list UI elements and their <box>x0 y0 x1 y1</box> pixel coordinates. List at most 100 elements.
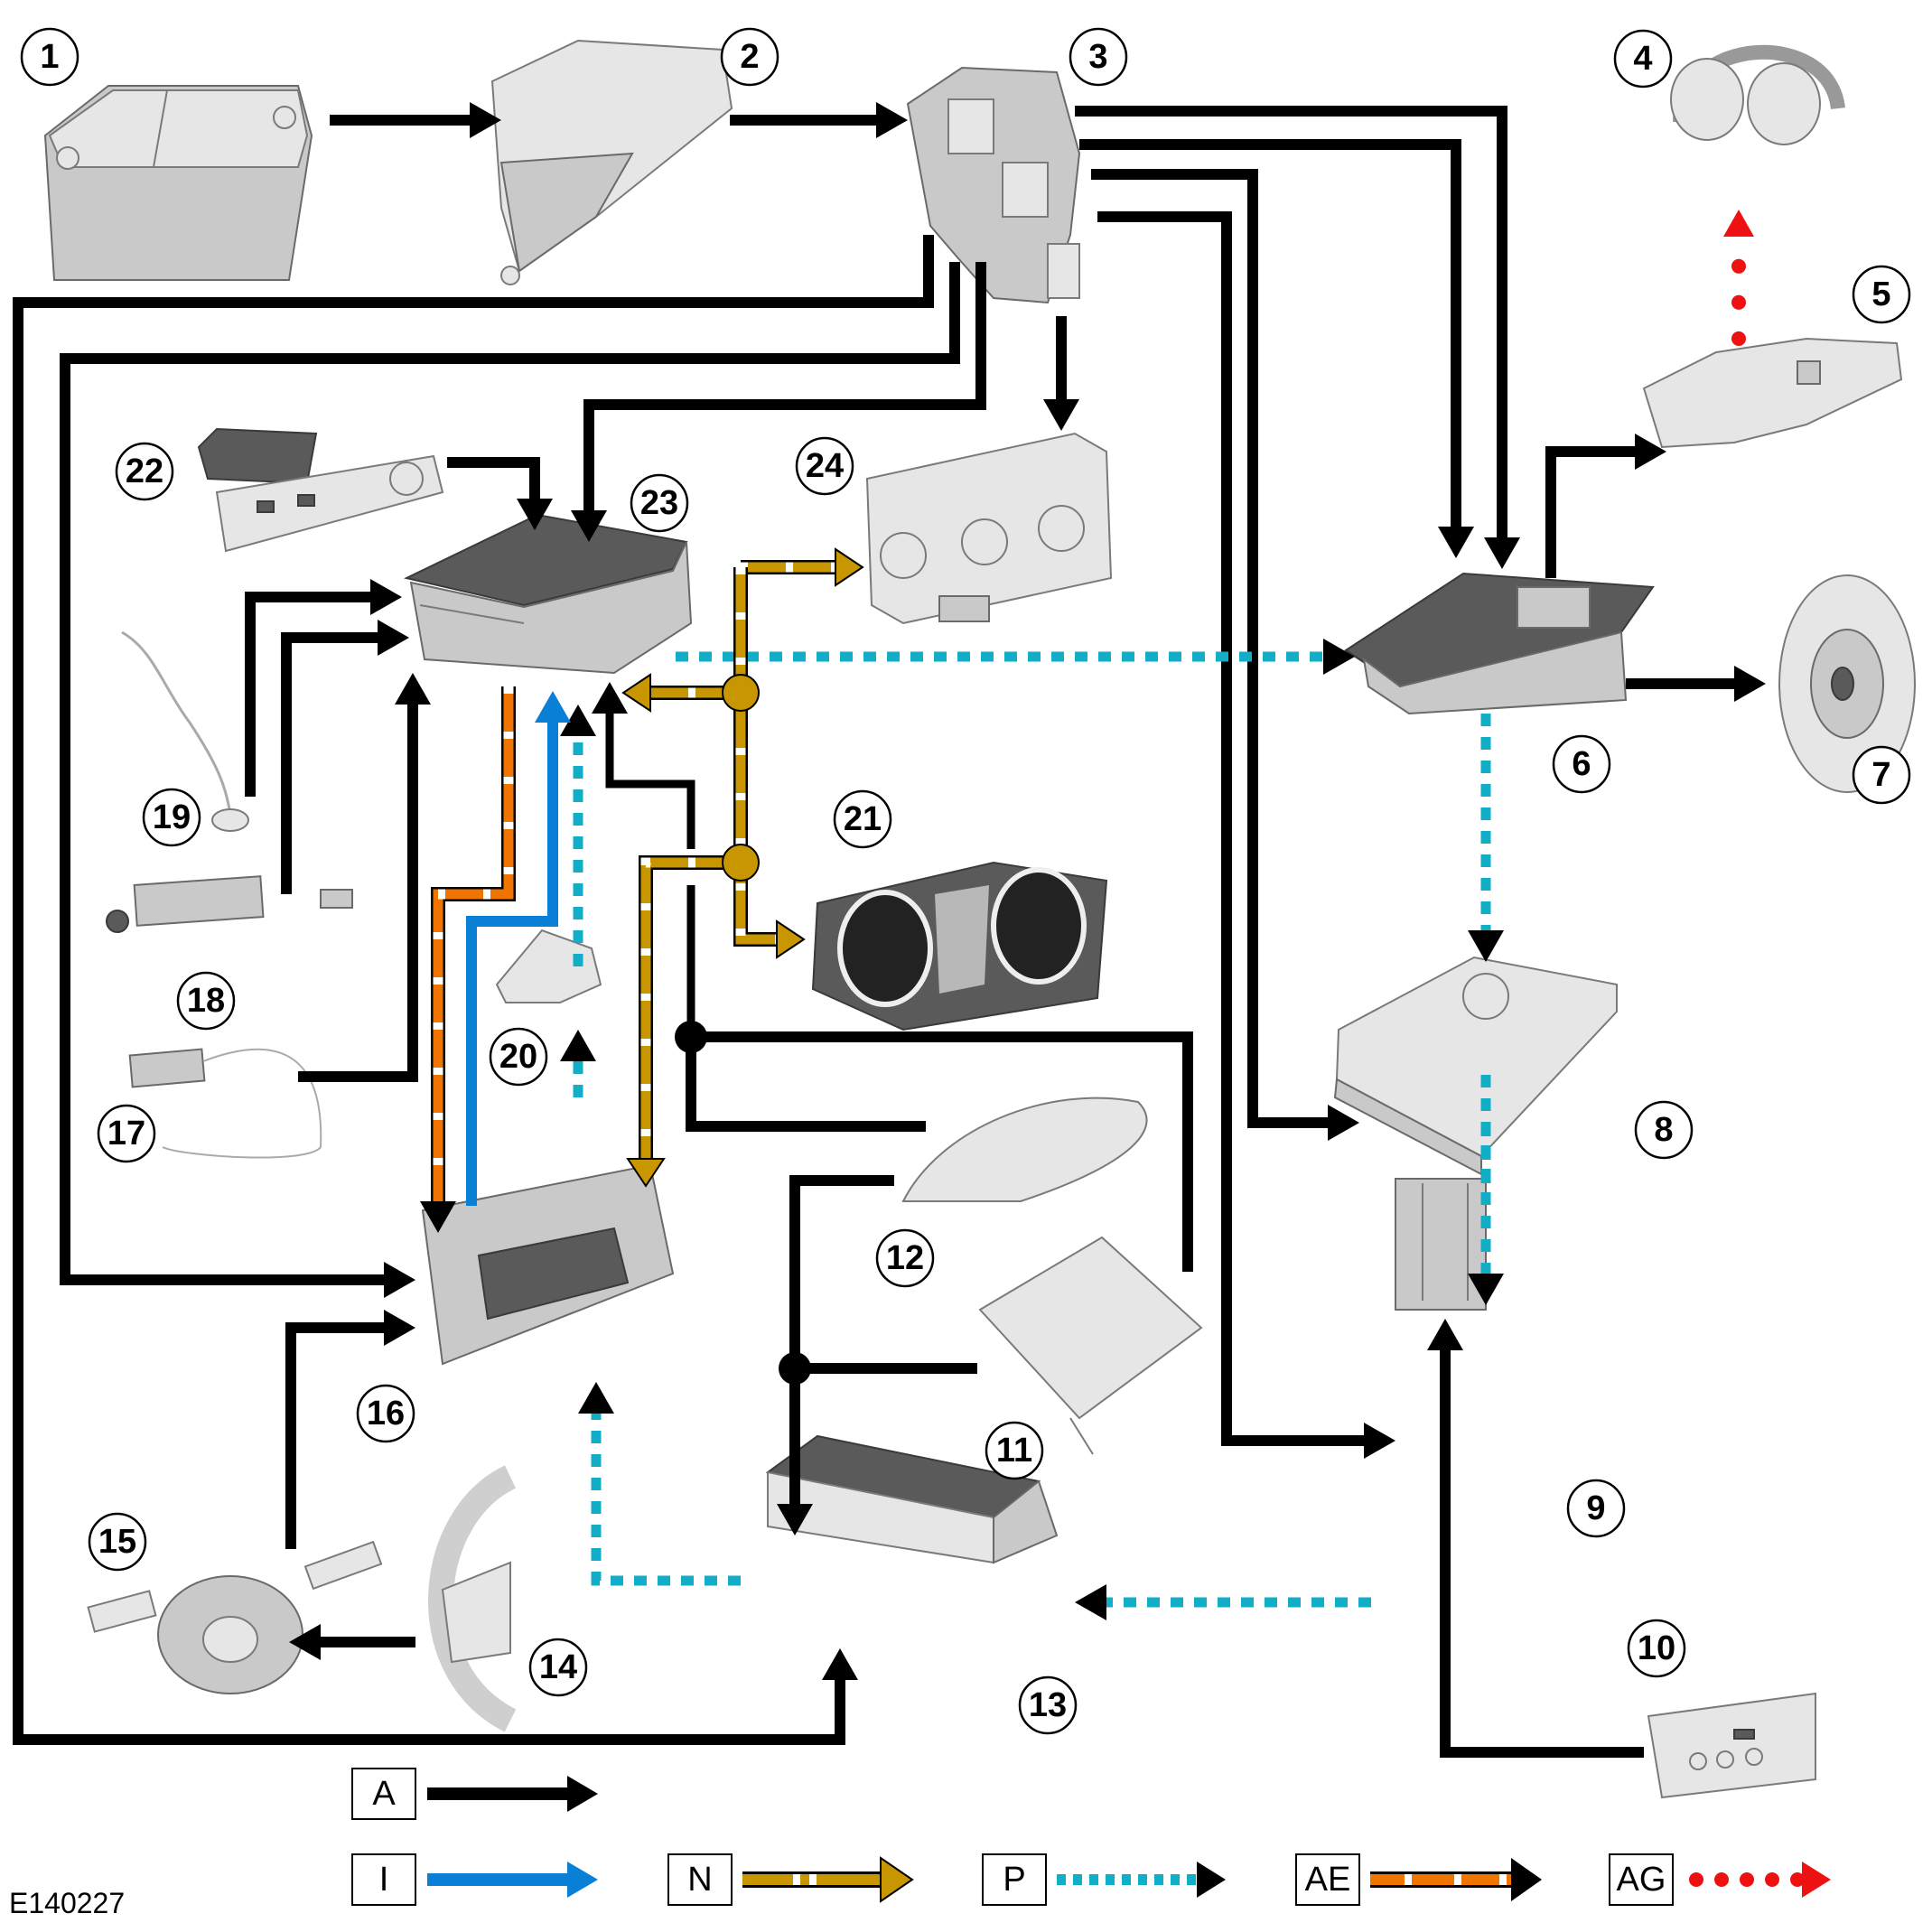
callout-23: 23 <box>630 473 689 533</box>
arrowheads-type-a <box>289 102 1766 1680</box>
battery-illustration <box>43 85 313 281</box>
legend-key-a: A <box>351 1768 416 1820</box>
module-13-illustration <box>765 1434 1059 1564</box>
callout-17: 17 <box>97 1104 156 1163</box>
callout-4: 4 <box>1613 29 1673 89</box>
callout-2: 2 <box>720 27 779 87</box>
svg-text:7: 7 <box>1871 756 1890 794</box>
legend: A I N P AE <box>351 1768 1831 1906</box>
wires-type-a <box>13 106 1734 1758</box>
callout-10: 10 <box>1627 1619 1686 1678</box>
usb-panel-illustration <box>197 427 444 553</box>
svg-text:13: 13 <box>1029 1686 1067 1724</box>
svg-text:18: 18 <box>187 982 225 1020</box>
callout-9: 9 <box>1566 1479 1626 1538</box>
legend-swatch-n <box>742 1856 914 1903</box>
wires-type-i <box>466 691 571 1206</box>
svg-text:11: 11 <box>996 1432 1032 1470</box>
svg-text:20: 20 <box>499 1038 537 1076</box>
callout-20: 20 <box>489 1027 548 1087</box>
callout-7: 7 <box>1852 745 1911 805</box>
callout-18: 18 <box>176 971 236 1031</box>
svg-text:A: A <box>372 1775 396 1813</box>
usb-aux-illustration <box>1647 1692 1816 1799</box>
battery-junction-box-illustration <box>490 39 733 285</box>
svg-text:I: I <box>379 1861 389 1899</box>
callout-1: 1 <box>20 27 79 87</box>
microphone-illustration <box>121 630 249 832</box>
svg-text:AE: AE <box>1305 1861 1351 1899</box>
svg-text:AG: AG <box>1617 1861 1666 1899</box>
svg-text:14: 14 <box>539 1648 577 1686</box>
svg-text:23: 23 <box>640 484 678 522</box>
callout-11: 11 <box>985 1421 1044 1480</box>
legend-swatch-p <box>1057 1862 1226 1898</box>
svg-text:1: 1 <box>40 38 59 76</box>
callout-22: 22 <box>115 442 174 501</box>
media-unit-illustration <box>404 513 693 675</box>
svg-text:8: 8 <box>1654 1111 1673 1149</box>
svg-text:N: N <box>687 1861 712 1899</box>
callout-14: 14 <box>528 1638 588 1697</box>
roof-antenna-illustration <box>901 1097 1148 1202</box>
callout-6: 6 <box>1552 734 1611 794</box>
callout-19: 19 <box>142 788 201 847</box>
callout-8: 8 <box>1634 1100 1694 1160</box>
amplifier-illustration <box>1344 572 1655 715</box>
component-18-illustration <box>106 875 353 933</box>
legend-key-p: P <box>982 1853 1047 1906</box>
clockspring-illustration <box>87 1540 383 1694</box>
legend-swatch-a <box>427 1776 598 1812</box>
control-panel-illustration <box>865 432 1113 625</box>
instrument-cluster-illustration <box>811 861 1108 1031</box>
callout-24: 24 <box>795 436 854 496</box>
svg-text:22: 22 <box>126 453 163 490</box>
svg-text:2: 2 <box>740 38 759 76</box>
svg-text:4: 4 <box>1633 40 1652 78</box>
legend-key-n: N <box>667 1853 733 1906</box>
wires-type-p <box>560 639 1504 1620</box>
svg-text:12: 12 <box>886 1239 924 1277</box>
callout-3: 3 <box>1069 27 1128 87</box>
ir-transmitter-illustration <box>1642 337 1903 449</box>
svg-text:P: P <box>1003 1861 1025 1899</box>
svg-text:24: 24 <box>806 447 844 485</box>
callout-15: 15 <box>88 1512 147 1572</box>
module-8-illustration <box>1333 956 1618 1176</box>
svg-text:3: 3 <box>1088 38 1107 76</box>
wires-type-ag <box>1723 210 1754 346</box>
svg-text:10: 10 <box>1638 1629 1675 1667</box>
figure-code: E140227 <box>9 1887 125 1919</box>
callout-16: 16 <box>356 1384 415 1443</box>
steering-wheel-illustration <box>428 1465 517 1732</box>
svg-text:6: 6 <box>1572 745 1591 783</box>
svg-text:15: 15 <box>98 1523 136 1561</box>
component-17-illustration <box>128 1048 322 1159</box>
speaker-illustration <box>1778 574 1916 793</box>
legend-swatch-ag <box>1689 1862 1831 1898</box>
legend-key-i: I <box>351 1853 416 1906</box>
central-junction-box-illustration <box>906 66 1081 304</box>
svg-text:5: 5 <box>1871 275 1890 313</box>
wires-type-ae <box>420 686 516 1233</box>
connector-20-illustration <box>495 929 602 1003</box>
display-illustration <box>421 1163 675 1366</box>
headphones-illustration <box>1670 44 1845 145</box>
wires-type-n <box>621 547 864 1188</box>
svg-text:17: 17 <box>107 1115 145 1153</box>
module-11-illustration <box>978 1236 1203 1455</box>
module-9-illustration <box>1395 1178 1487 1311</box>
svg-text:9: 9 <box>1586 1489 1605 1527</box>
legend-swatch-ae <box>1370 1858 1542 1901</box>
svg-text:19: 19 <box>153 798 191 836</box>
callout-12: 12 <box>875 1228 935 1288</box>
callout-5: 5 <box>1852 265 1911 324</box>
svg-text:21: 21 <box>844 800 882 838</box>
legend-key-ag: AG <box>1609 1853 1674 1906</box>
callout-21: 21 <box>833 789 892 849</box>
callout-13: 13 <box>1018 1675 1078 1735</box>
svg-text:16: 16 <box>367 1395 405 1433</box>
legend-key-ae: AE <box>1295 1853 1360 1906</box>
legend-swatch-i <box>427 1862 598 1898</box>
